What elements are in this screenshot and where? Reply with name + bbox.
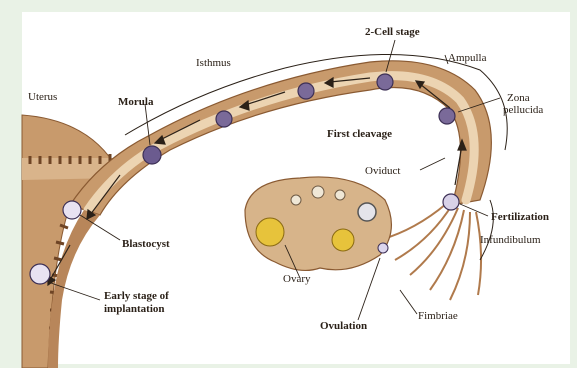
label-infundibulum: Infundibulum	[480, 234, 541, 246]
follicle-1	[291, 195, 301, 205]
blastocyst-embryo	[63, 201, 81, 219]
label-ovary: Ovary	[283, 273, 311, 285]
label-blastocyst: Blastocyst	[122, 238, 170, 250]
label-early-stage-2: implantation	[104, 303, 165, 315]
label-zona-1: Zona	[507, 92, 530, 104]
label-oviduct: Oviduct	[365, 165, 400, 177]
label-2-cell-stage: 2-Cell stage	[365, 26, 420, 38]
label-ampulla: Ampulla	[448, 52, 487, 64]
label-morula: Morula	[118, 96, 153, 108]
label-zona-2: pellucida	[503, 104, 543, 116]
morula-embryo	[143, 146, 161, 164]
zygote	[439, 108, 455, 124]
label-fimbriae: Fimbriae	[418, 310, 458, 322]
label-uterus: Uterus	[28, 91, 57, 103]
four-cell-embryo	[298, 83, 314, 99]
label-first-cleavage: First cleavage	[327, 128, 392, 140]
two-cell-embryo	[377, 74, 393, 90]
label-early-stage-1: Early stage of	[104, 290, 169, 302]
implanting-embryo	[30, 264, 50, 284]
follicle-3	[335, 190, 345, 200]
eight-cell-embryo	[216, 111, 232, 127]
follicle-yellow-2	[332, 229, 354, 251]
label-ovulation: Ovulation	[320, 320, 367, 332]
label-isthmus: Isthmus	[196, 57, 231, 69]
label-fertilization: Fertilization	[491, 211, 549, 223]
follicle-2	[312, 186, 324, 198]
fertilized-egg	[443, 194, 459, 210]
follicle-yellow-1	[256, 218, 284, 246]
follicle-4	[358, 203, 376, 221]
ovulated-egg	[378, 243, 388, 253]
